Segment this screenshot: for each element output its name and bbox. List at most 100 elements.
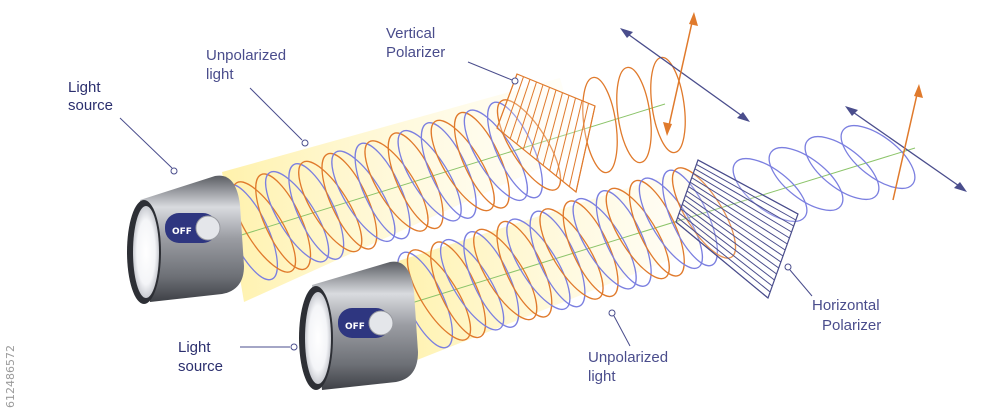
top-polarized-ellipse: [582, 76, 618, 174]
bottom-wave-ellipse: [572, 197, 637, 290]
top-wave-ellipse: [420, 122, 477, 219]
label-horizontal-polarizer: Horizontal Polarizer: [784, 263, 881, 334]
vertical-polarizer-slat: [549, 95, 570, 171]
bottom-polarized-ellipse: [804, 136, 880, 200]
top-wave-ellipse: [231, 181, 297, 273]
top-flashlight: OFF: [127, 175, 244, 304]
bottom-polarized-ellipse: [768, 147, 844, 211]
label-vertical-polarizer: Vertical Polarizer: [386, 25, 519, 85]
top-wave-ellipse: [453, 111, 510, 209]
top-arrows: [620, 12, 750, 136]
bottom-wave-ellipse: [406, 249, 472, 341]
bottom-switch-label: OFF: [345, 322, 365, 332]
top-wave-ellipse: [255, 173, 312, 271]
label-unpolarized-bottom-line1: Unpolarized: [588, 349, 668, 366]
label-light-source-top-line1: Light: [68, 79, 101, 96]
label-unpolarized-bottom-line2: light: [588, 368, 616, 385]
horizontal-polarizer-slat: [691, 177, 790, 239]
label-light-source-top: Light source: [68, 79, 178, 175]
top-wave-ellipse: [364, 140, 429, 232]
label-unpolarized-top-line1: Unpolarized: [206, 47, 286, 64]
top-polarized-ellipse: [616, 66, 652, 164]
label-unpolarized-bottom: Unpolarized light: [588, 309, 668, 385]
bottom-wave-ellipse: [671, 167, 737, 259]
bottom-wave-ellipse: [463, 231, 520, 328]
top-polarized-ellipse: [650, 56, 686, 154]
label-horizontal-polarizer-line1: Horizontal: [812, 297, 880, 314]
top-wave-ellipse: [298, 160, 363, 253]
vertical-polarizer-slat: [555, 97, 576, 177]
horizontal-polarizer-slat: [696, 163, 797, 221]
horizontal-polarizer-slat: [694, 168, 794, 227]
top-wave-ellipse: [430, 119, 495, 212]
top-wave-ellipse: [264, 170, 330, 263]
label-unpolarized-top-line2: light: [206, 66, 234, 83]
top-wave-ellipse: [463, 109, 529, 202]
bottom-wave-ellipse: [628, 179, 685, 277]
watermark-id: 612486572: [4, 345, 17, 408]
top-wave-ellipse: [288, 163, 345, 260]
bottom-wave-ellipse: [638, 177, 704, 270]
bottom-polarized-waves: [732, 125, 916, 222]
top-wave-ellipse: [331, 150, 396, 243]
bottom-polarized-ellipse: [840, 125, 916, 189]
bottom-wave-ellipse: [605, 187, 670, 280]
horizontal-polarizer-slat: [675, 221, 769, 299]
top-wave-ellipse: [496, 99, 562, 191]
top-unpolarized-waves: [221, 99, 562, 281]
bottom-wave-ellipse: [595, 190, 652, 287]
horizontal-polarizer-slat: [678, 212, 773, 287]
vertical-polarizer-slat: [516, 81, 537, 145]
horizontal-polarizer-slat: [680, 208, 775, 281]
bottom-wave-ellipse: [539, 208, 604, 300]
vertical-polarizer-slat: [536, 89, 557, 161]
top-beam-axis: [234, 103, 666, 238]
vertical-polarizer-slat: [575, 105, 596, 193]
label-light-source-bottom: Light source: [178, 339, 298, 375]
label-vertical-polarizer-line2: Polarizer: [386, 44, 445, 61]
bottom-wave-ellipse: [430, 241, 487, 339]
vertical-polarizer-slat: [509, 79, 531, 139]
bottom-arrows: [845, 84, 967, 201]
bottom-wave-ellipse: [439, 238, 505, 331]
label-unpolarized-top: Unpolarized light: [206, 47, 309, 147]
horizontal-polarizer-slat: [681, 203, 777, 275]
horizontal-polarizer-slat: [688, 186, 786, 251]
label-light-source-bottom-line1: Light: [178, 339, 211, 356]
bottom-polarized-ellipse: [732, 158, 808, 222]
horizontal-polarizer-slat: [693, 172, 792, 233]
bottom-light-beam: [395, 165, 720, 362]
bottom-wave-ellipse: [562, 200, 619, 298]
bottom-wave-ellipse: [529, 210, 586, 308]
bottom-flashlight: OFF: [299, 261, 418, 390]
bottom-wave-ellipse: [506, 218, 571, 311]
label-vertical-polarizer-line1: Vertical: [386, 25, 435, 42]
horizontal-polarizer-slat: [689, 181, 788, 245]
top-switch-label: OFF: [172, 227, 192, 237]
top-polarized-waves: [582, 56, 686, 174]
vertical-polarizer-slat: [562, 100, 583, 182]
vertical-polarizer: [496, 73, 596, 194]
bottom-unpolarized-waves: [396, 167, 737, 349]
vertical-polarizer-slat: [522, 84, 544, 150]
top-switch-knob[interactable]: [195, 215, 221, 241]
vertical-polarizer-slat: [529, 87, 550, 155]
horizontal-polarizer-slat: [683, 199, 780, 269]
horizontal-polarizer-slat: [677, 217, 771, 293]
top-wave-ellipse: [486, 101, 544, 199]
bottom-switch-knob[interactable]: [368, 310, 394, 336]
vertical-polarizer-slat: [568, 103, 589, 187]
horizontal-polarizer: [675, 159, 799, 300]
vertical-polarizer-slat: [542, 92, 563, 166]
horizontal-polarizer-slat: [697, 159, 799, 215]
label-light-source-bottom-line2: source: [178, 358, 223, 375]
top-wave-ellipse: [354, 142, 411, 240]
top-wave-ellipse: [387, 132, 444, 230]
bottom-wave-ellipse: [473, 228, 538, 321]
label-horizontal-polarizer-line2: Polarizer: [822, 317, 881, 334]
horizontal-polarizer-slat: [686, 190, 784, 257]
label-light-source-top-line2: source: [68, 97, 113, 114]
bottom-wave-ellipse: [496, 220, 553, 318]
